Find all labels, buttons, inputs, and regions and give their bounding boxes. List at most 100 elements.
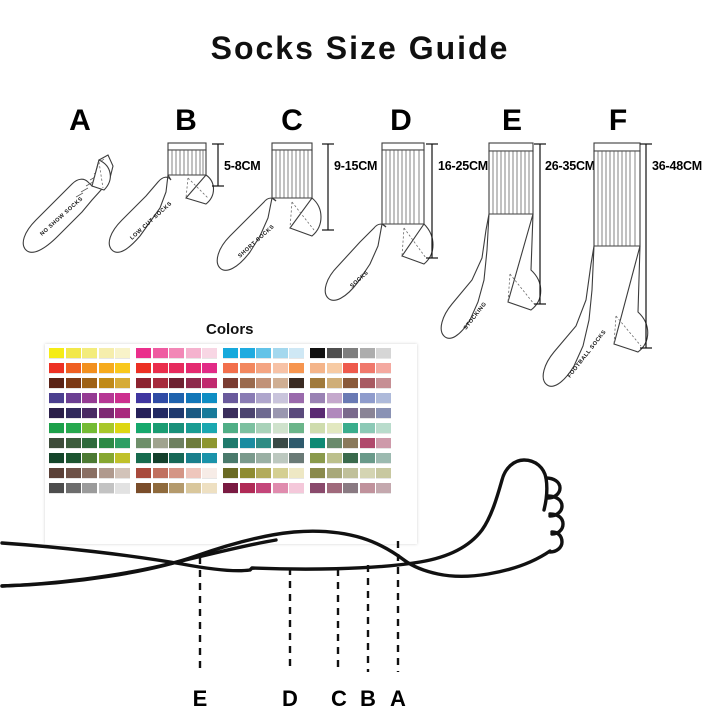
color-swatch[interactable] xyxy=(326,483,342,496)
color-swatch[interactable] xyxy=(98,453,114,466)
color-swatch[interactable] xyxy=(310,453,325,466)
color-swatch[interactable] xyxy=(223,453,238,466)
color-swatch[interactable] xyxy=(343,408,358,421)
color-swatch[interactable] xyxy=(239,348,255,361)
color-swatch[interactable] xyxy=(310,483,325,496)
color-swatch[interactable] xyxy=(202,453,217,466)
color-swatch[interactable] xyxy=(376,468,391,481)
color-swatch[interactable] xyxy=(185,363,201,376)
color-swatch[interactable] xyxy=(202,438,217,451)
color-swatch[interactable] xyxy=(223,408,238,421)
color-swatch[interactable] xyxy=(202,408,217,421)
color-swatch[interactable] xyxy=(256,408,271,421)
color-swatch[interactable] xyxy=(223,348,238,361)
color-swatch[interactable] xyxy=(239,408,255,421)
color-swatch[interactable] xyxy=(289,423,304,436)
color-swatch[interactable] xyxy=(239,378,255,391)
color-swatch[interactable] xyxy=(343,393,358,406)
color-swatch[interactable] xyxy=(256,378,271,391)
color-swatch[interactable] xyxy=(185,408,201,421)
color-swatch[interactable] xyxy=(185,438,201,451)
color-swatch[interactable] xyxy=(376,363,391,376)
color-swatch[interactable] xyxy=(359,393,375,406)
color-swatch[interactable] xyxy=(359,378,375,391)
color-swatch[interactable] xyxy=(169,348,184,361)
color-swatch[interactable] xyxy=(136,363,151,376)
color-swatch[interactable] xyxy=(115,483,130,496)
color-swatch[interactable] xyxy=(152,408,168,421)
color-swatch[interactable] xyxy=(82,348,97,361)
color-swatch[interactable] xyxy=(289,453,304,466)
color-swatch[interactable] xyxy=(272,423,288,436)
color-swatch[interactable] xyxy=(202,348,217,361)
color-swatch[interactable] xyxy=(169,363,184,376)
color-swatch[interactable] xyxy=(272,348,288,361)
color-swatch[interactable] xyxy=(256,468,271,481)
color-swatch[interactable] xyxy=(289,438,304,451)
color-swatch[interactable] xyxy=(98,468,114,481)
color-swatch[interactable] xyxy=(326,438,342,451)
color-swatch[interactable] xyxy=(65,453,81,466)
color-swatch[interactable] xyxy=(185,393,201,406)
color-swatch[interactable] xyxy=(152,483,168,496)
color-swatch[interactable] xyxy=(152,423,168,436)
color-swatch[interactable] xyxy=(343,453,358,466)
color-swatch[interactable] xyxy=(272,363,288,376)
color-swatch[interactable] xyxy=(326,378,342,391)
color-swatch[interactable] xyxy=(98,483,114,496)
color-swatch[interactable] xyxy=(376,423,391,436)
color-swatch[interactable] xyxy=(310,438,325,451)
color-swatch[interactable] xyxy=(185,378,201,391)
color-swatch[interactable] xyxy=(343,363,358,376)
color-swatch[interactable] xyxy=(136,423,151,436)
color-swatch[interactable] xyxy=(310,363,325,376)
color-swatch[interactable] xyxy=(152,438,168,451)
color-swatch[interactable] xyxy=(98,348,114,361)
color-swatch[interactable] xyxy=(289,348,304,361)
color-swatch[interactable] xyxy=(98,438,114,451)
color-swatch[interactable] xyxy=(239,438,255,451)
color-swatch[interactable] xyxy=(289,378,304,391)
color-swatch[interactable] xyxy=(310,423,325,436)
color-swatch[interactable] xyxy=(376,348,391,361)
color-swatch[interactable] xyxy=(272,438,288,451)
color-swatch[interactable] xyxy=(239,393,255,406)
color-swatch[interactable] xyxy=(65,483,81,496)
color-swatch[interactable] xyxy=(49,468,64,481)
color-swatch[interactable] xyxy=(49,348,64,361)
color-swatch[interactable] xyxy=(185,453,201,466)
color-swatch[interactable] xyxy=(82,378,97,391)
color-swatch[interactable] xyxy=(239,468,255,481)
color-swatch[interactable] xyxy=(310,348,325,361)
color-swatch[interactable] xyxy=(65,423,81,436)
color-swatch[interactable] xyxy=(376,393,391,406)
color-swatch[interactable] xyxy=(376,453,391,466)
color-swatch[interactable] xyxy=(98,408,114,421)
color-swatch[interactable] xyxy=(256,393,271,406)
color-swatch[interactable] xyxy=(82,408,97,421)
color-swatch[interactable] xyxy=(310,408,325,421)
color-swatch[interactable] xyxy=(359,483,375,496)
color-swatch[interactable] xyxy=(169,453,184,466)
color-swatch[interactable] xyxy=(310,393,325,406)
color-swatch[interactable] xyxy=(65,468,81,481)
color-swatch[interactable] xyxy=(82,438,97,451)
color-swatch[interactable] xyxy=(343,483,358,496)
color-swatch[interactable] xyxy=(82,468,97,481)
color-swatch[interactable] xyxy=(272,378,288,391)
color-swatch[interactable] xyxy=(343,438,358,451)
color-swatch[interactable] xyxy=(115,423,130,436)
color-swatch[interactable] xyxy=(289,408,304,421)
color-swatch[interactable] xyxy=(326,423,342,436)
color-swatch[interactable] xyxy=(65,363,81,376)
color-swatch[interactable] xyxy=(115,378,130,391)
color-swatch[interactable] xyxy=(239,483,255,496)
color-swatch[interactable] xyxy=(65,408,81,421)
color-swatch[interactable] xyxy=(359,408,375,421)
color-swatch[interactable] xyxy=(115,393,130,406)
color-swatch[interactable] xyxy=(49,408,64,421)
color-swatch[interactable] xyxy=(239,363,255,376)
color-swatch[interactable] xyxy=(359,348,375,361)
color-swatch[interactable] xyxy=(272,453,288,466)
color-swatch[interactable] xyxy=(115,468,130,481)
